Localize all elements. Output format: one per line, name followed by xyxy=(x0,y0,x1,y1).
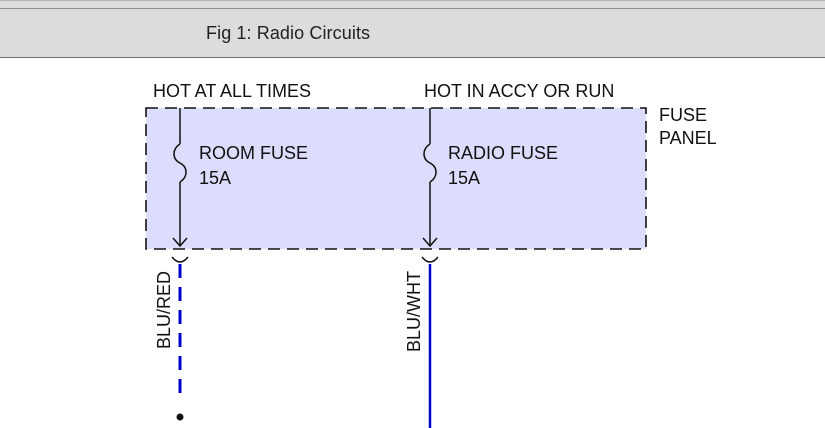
fuse-panel-label-line1: FUSE xyxy=(659,105,707,125)
room-fuse-rating: 15A xyxy=(199,168,231,188)
wire-label-blu-wht: BLU/WHT xyxy=(404,271,424,352)
fuse-panel-label-line2: PANEL xyxy=(659,128,717,148)
room-fuse-arrow xyxy=(172,237,188,248)
circuit-radio-fuse: HOT IN ACCY OR RUN RADIO FUSE 15A BLU/WH… xyxy=(404,81,614,428)
room-fuse-name: ROOM FUSE xyxy=(199,143,308,163)
radio-fuse-rating: 15A xyxy=(448,168,480,188)
header-divider xyxy=(0,8,825,9)
room-connector-symbol xyxy=(171,256,189,263)
radio-fuse-symbol xyxy=(423,143,437,183)
radio-fuse-arrow xyxy=(422,237,438,248)
circuit-room-fuse: HOT AT ALL TIMES ROOM FUSE 15A BLU/RED xyxy=(153,81,311,421)
fuse-panel-box xyxy=(145,107,647,250)
figure-title: Fig 1: Radio Circuits xyxy=(206,23,371,43)
wire-blu-red-end-dot xyxy=(176,413,184,421)
radio-connector-symbol xyxy=(421,256,439,263)
radio-fuse-name: RADIO FUSE xyxy=(448,143,558,163)
supply-label-hot-at-all-times: HOT AT ALL TIMES xyxy=(153,81,311,101)
figure-header: Fig 1: Radio Circuits xyxy=(0,0,825,58)
wire-label-blu-red: BLU/RED xyxy=(154,271,174,349)
supply-label-hot-in-accy-or-run: HOT IN ACCY OR RUN xyxy=(424,81,614,101)
room-fuse-symbol xyxy=(173,143,187,183)
